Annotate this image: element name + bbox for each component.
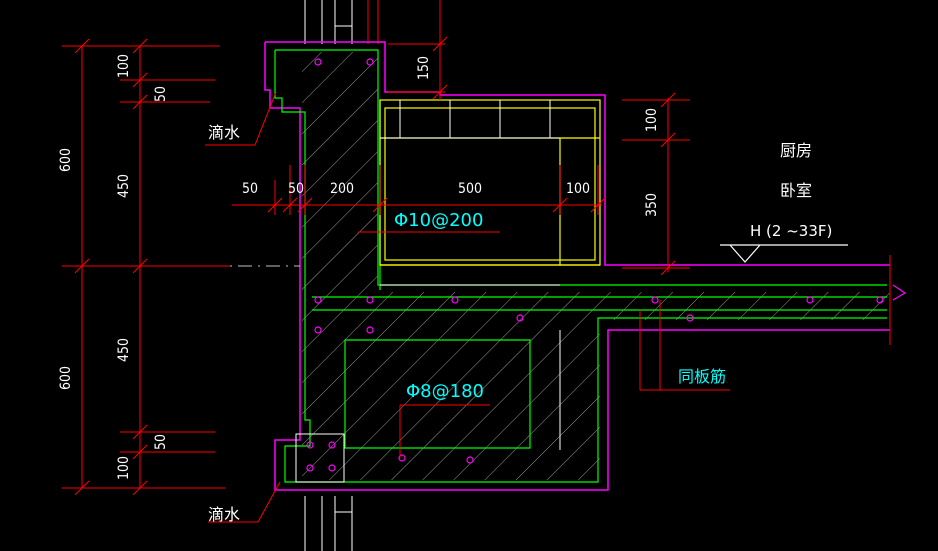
horizontal-dimensions (232, 165, 606, 215)
right-dimensions (622, 92, 891, 345)
label-rebar-lower: Φ8@180 (406, 381, 484, 402)
dim-600-top: 600 (58, 148, 74, 172)
dim-450-bottom: 450 (116, 338, 132, 362)
label-same-slab-rebar: 同板筋 (678, 367, 726, 386)
label-bedroom: 卧室 (780, 181, 812, 200)
dim-100-top: 100 (116, 54, 132, 78)
dim-350-right: 350 (644, 193, 660, 217)
dim-500: 500 (458, 181, 482, 197)
leader-lines (205, 91, 730, 523)
dim-450-top: 450 (116, 174, 132, 198)
dim-50-bottom: 50 (153, 434, 169, 450)
concrete-hatch (282, 52, 890, 480)
dim-200: 200 (330, 181, 354, 197)
rebar-dots (306, 58, 884, 472)
dim-100-right: 100 (644, 108, 660, 132)
top-dimension (388, 36, 448, 100)
label-drip-bottom: 滴水 (208, 505, 240, 524)
dim-600-bottom: 600 (58, 366, 74, 390)
label-drip-top: 滴水 (208, 123, 240, 142)
dim-50-a: 50 (242, 181, 258, 197)
dim-150: 150 (416, 56, 432, 80)
interior-white-lines (295, 100, 561, 483)
dim-100-bottom: 100 (116, 456, 132, 480)
label-rebar-upper: Φ10@200 (394, 210, 483, 231)
label-elevation: H (2 ~33F) (750, 222, 832, 240)
dim-50-top: 50 (153, 86, 169, 102)
left-dimensions (62, 38, 230, 496)
wall-column-lines (304, 0, 353, 551)
slab-break-mark (892, 284, 907, 301)
dim-100-h: 100 (566, 181, 590, 197)
label-kitchen: 厨房 (780, 141, 812, 160)
elevation-symbol (720, 244, 848, 263)
dim-50-b: 50 (288, 181, 304, 197)
